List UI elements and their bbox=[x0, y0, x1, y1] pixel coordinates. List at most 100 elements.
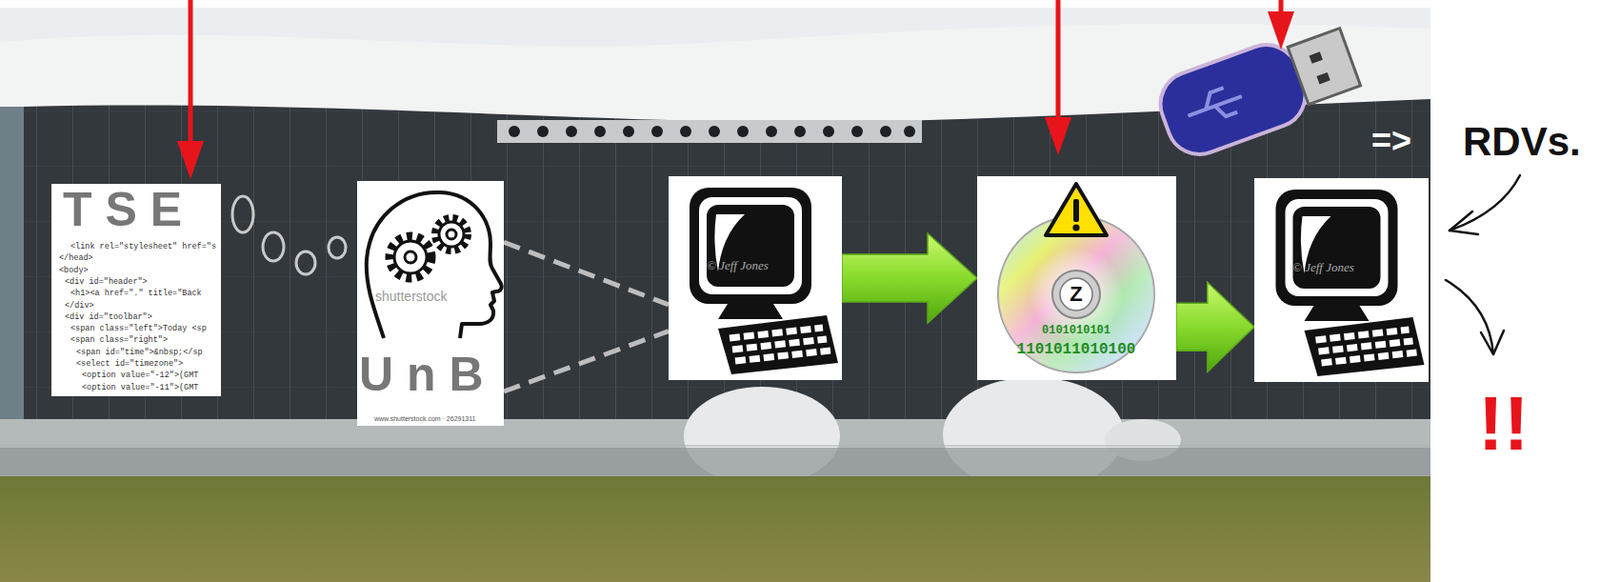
code-screenshot-box: T S E <link rel="stylesheet" href="s </hea… bbox=[51, 183, 221, 397]
code-line: <h1><a href="." title="Back bbox=[70, 289, 202, 299]
result-label: RDVs. bbox=[1462, 121, 1581, 162]
facade-dots bbox=[680, 125, 692, 138]
facade-dots bbox=[651, 125, 663, 138]
text-slot: <body> bbox=[59, 259, 89, 277]
computer-box: © Jeff Jones bbox=[1254, 178, 1429, 382]
facade-dots bbox=[622, 125, 635, 138]
facade-dots bbox=[903, 125, 916, 138]
red-pointer-arrows bbox=[1044, 117, 1072, 156]
red-pointer-arrows bbox=[188, 0, 194, 143]
facade-dots bbox=[737, 125, 749, 138]
text-slot: © Jeff Jones bbox=[706, 256, 769, 274]
label-slot: !! bbox=[1478, 385, 1529, 462]
facade-dots bbox=[765, 125, 778, 138]
code-line: <span class="left">Today <sp bbox=[70, 324, 207, 334]
box-title: U n B bbox=[359, 350, 484, 399]
facade-dots bbox=[794, 125, 806, 138]
label-slot: RDVs. bbox=[1462, 121, 1581, 162]
usb-stick bbox=[1182, 82, 1246, 129]
building-photo bbox=[0, 447, 1431, 477]
text-slot: </head> bbox=[59, 246, 94, 264]
facade-dots bbox=[708, 125, 720, 138]
alert-marks: !! bbox=[1478, 385, 1529, 462]
text-slot: © Jeff Jones bbox=[1292, 258, 1355, 276]
text-slot: <option value="-12">(GMT bbox=[81, 363, 199, 381]
node-icon bbox=[1276, 189, 1425, 377]
text-slot: <span class="left">Today <sp bbox=[70, 317, 207, 335]
binary-digits: 1101011010100 bbox=[1017, 341, 1137, 358]
facade-dots bbox=[508, 125, 520, 138]
text-slot: shutterstock bbox=[375, 287, 447, 305]
label-slot: => bbox=[1371, 123, 1412, 159]
dashed-connector bbox=[503, 241, 669, 305]
code-line: </head> bbox=[59, 254, 94, 263]
text-slot: T S E bbox=[62, 185, 182, 234]
curved-hand-arrows bbox=[1449, 211, 1479, 235]
usb-stick bbox=[1316, 72, 1330, 85]
curved-hand-arrows bbox=[1445, 175, 1520, 355]
text-slot: </div> bbox=[64, 294, 95, 312]
code-line: <option value="-12">(GMT bbox=[81, 371, 199, 380]
text-slot: <link rel="stylesheet" href="s bbox=[70, 235, 217, 253]
building-photo bbox=[497, 120, 922, 143]
text-slot: <div id="header"> bbox=[64, 270, 148, 288]
text-slot: <div id="toolbar"> bbox=[64, 305, 153, 323]
node-icon bbox=[689, 187, 839, 375]
code-line: <option value="-11">(GMT bbox=[81, 383, 199, 393]
fence bbox=[0, 444, 1431, 446]
code-line: <link rel="stylesheet" href="s bbox=[70, 242, 217, 252]
text-slot: 0101010101 bbox=[1041, 320, 1111, 338]
building-photo bbox=[0, 85, 27, 448]
usb-stick bbox=[1309, 51, 1323, 64]
usb-stick bbox=[1151, 17, 1365, 163]
watermark: © Jeff Jones bbox=[706, 259, 769, 272]
text-slot: <option value="-11">(GMT bbox=[81, 376, 199, 394]
code-line: <span id="time">&nbsp;</sp bbox=[76, 348, 203, 358]
dashed-connector bbox=[503, 331, 669, 392]
facade-dots bbox=[565, 125, 578, 138]
text-slot: 1101011010100 bbox=[1017, 340, 1137, 358]
fence bbox=[0, 445, 1431, 477]
node-icon bbox=[1254, 178, 1429, 382]
red-pointer-arrows bbox=[177, 140, 204, 180]
box-title: T S E bbox=[62, 185, 182, 234]
text-slot: <select id="timezone"> bbox=[76, 352, 183, 370]
text-slot: <span class="right"> bbox=[70, 328, 168, 346]
facade-dots bbox=[880, 125, 892, 138]
text-slot: <h1><a href="." title="Back bbox=[70, 281, 202, 300]
code-line: <div id="header"> bbox=[64, 278, 148, 287]
watermark: shutterstock bbox=[375, 289, 447, 303]
node-icon bbox=[366, 192, 502, 339]
red-pointer-arrows bbox=[1279, 0, 1284, 14]
node-icon bbox=[998, 183, 1155, 373]
facade-dots bbox=[537, 125, 549, 138]
computer-box: © Jeff Jones bbox=[668, 176, 842, 380]
block-arrow bbox=[1176, 281, 1255, 372]
code-line: <body> bbox=[59, 266, 89, 276]
text-slot: www.shutterstock.com · 26291311 bbox=[374, 407, 476, 425]
curved-hand-arrows bbox=[1480, 330, 1504, 355]
watermark: © Jeff Jones bbox=[1292, 260, 1355, 274]
thought-bubbles bbox=[232, 196, 254, 233]
thought-bubbles bbox=[262, 232, 284, 261]
facade-dots bbox=[508, 125, 916, 138]
code-line: <span class="right"> bbox=[70, 336, 168, 345]
watermark: www.shutterstock.com · 26291311 bbox=[374, 415, 476, 422]
node-icon bbox=[668, 176, 842, 380]
thought-bubbles bbox=[328, 237, 346, 259]
code-line: <select id="timezone"> bbox=[76, 360, 183, 369]
disc-logo: Z bbox=[1069, 283, 1082, 305]
building-photo bbox=[0, 7, 1431, 582]
facade-dots bbox=[594, 125, 606, 138]
building-photo bbox=[0, 476, 1431, 582]
red-pointer-arrows bbox=[1267, 11, 1295, 50]
thought-bubbles bbox=[296, 251, 316, 275]
code-line: <div id="toolbar"> bbox=[64, 313, 153, 322]
facade-dots bbox=[822, 125, 835, 138]
text-slot: <span id="time">&nbsp;</sp bbox=[76, 340, 203, 359]
text-slot: Z bbox=[1069, 283, 1082, 305]
thought-bubbles bbox=[232, 196, 346, 275]
cd-disc-box: Z 0101010101 1101011010100 bbox=[977, 176, 1177, 380]
red-pointer-arrows bbox=[1056, 0, 1061, 120]
